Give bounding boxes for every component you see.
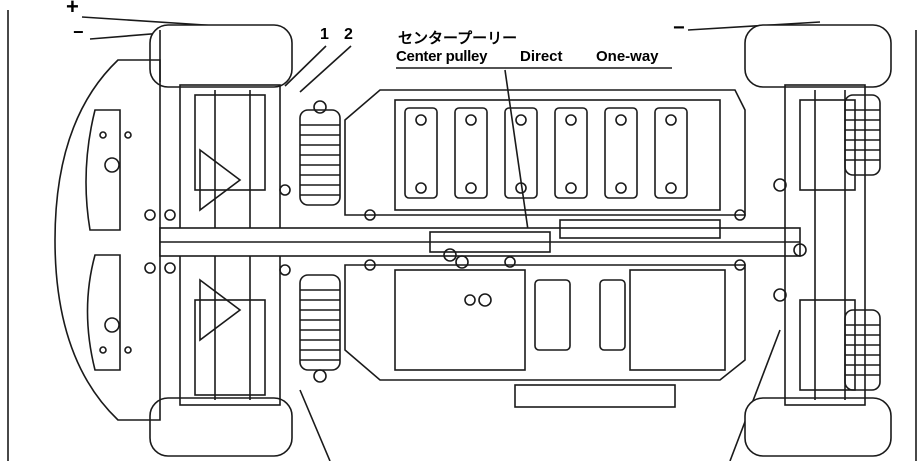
rear-shock-upper [844, 94, 881, 176]
bottom-right-leader [729, 329, 781, 461]
plus-label: + [66, 0, 79, 19]
minus-right-label: − [673, 17, 685, 39]
callout-1: 1 [320, 26, 329, 43]
wheel-rear-left [149, 397, 293, 457]
minus-left-label: − [73, 22, 84, 42]
screws [144, 184, 746, 276]
chassis-tub-upper [344, 89, 746, 216]
callout-2: 2 [344, 26, 353, 43]
center-pulley-jp-label: センタープーリー [398, 30, 518, 47]
center-pulley-label: Center pulley [396, 48, 488, 65]
chassis-tub-lower [344, 264, 746, 408]
direct-label: Direct [520, 48, 563, 65]
front-bumper-plate [54, 59, 161, 421]
wheel-rear-right [744, 397, 892, 457]
front-shock-upper [299, 100, 341, 206]
one-way-label: One-way [596, 48, 659, 65]
wheel-front-left [149, 24, 293, 88]
bottom-left-leader [299, 389, 331, 461]
center-drive-shaft [159, 219, 801, 269]
rear-shock-lower [844, 309, 881, 391]
minus-right-leader [687, 21, 821, 31]
leader-1 [284, 45, 327, 87]
front-shock-lower [299, 274, 341, 383]
leader-2 [299, 45, 352, 93]
center-pulley-leader [504, 69, 529, 231]
wheel-front-right [744, 24, 892, 88]
